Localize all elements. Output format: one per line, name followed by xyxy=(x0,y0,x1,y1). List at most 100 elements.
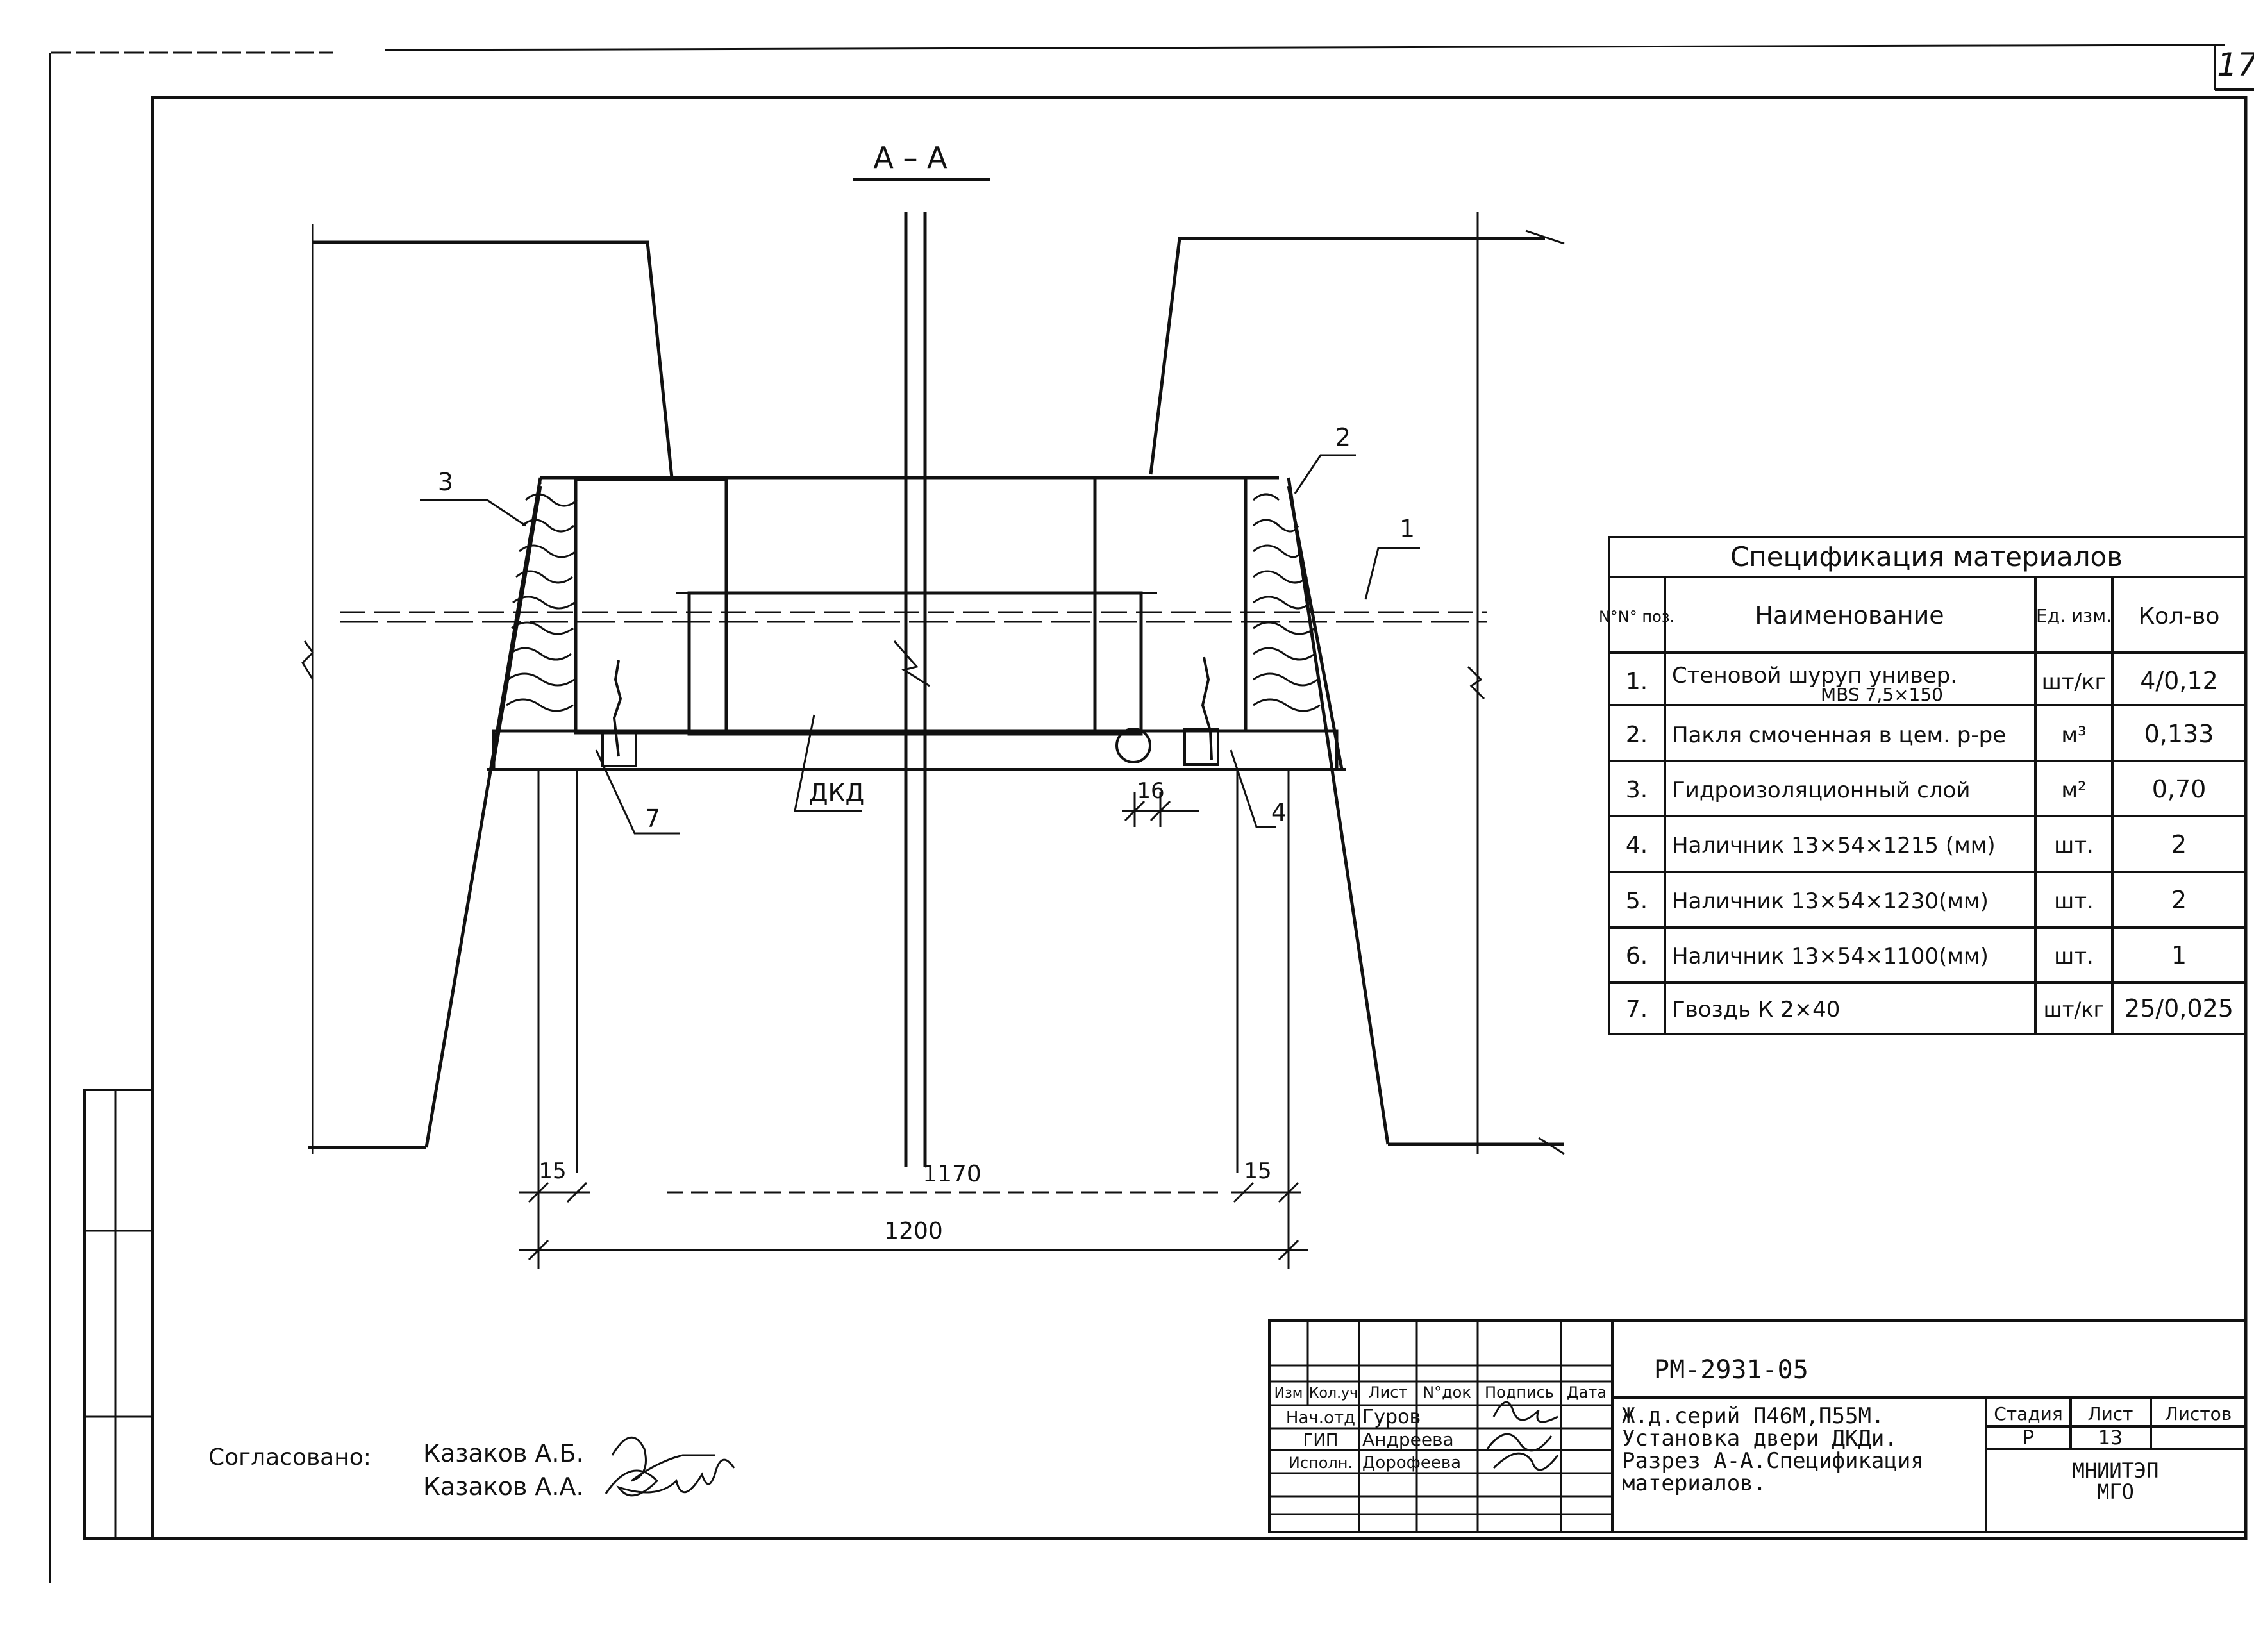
tb-role: ГИП xyxy=(1303,1431,1339,1450)
approval-name: Казаков А.А. xyxy=(423,1473,584,1501)
spec-row-name: Наличник 13×54×1230(мм) xyxy=(1672,889,1989,914)
spec-row-unit: шт. xyxy=(2054,833,2094,858)
tb-stage-label: Стадия xyxy=(1994,1403,2062,1424)
spec-row-qty: 25/0,025 xyxy=(2125,994,2233,1022)
callout-leaders xyxy=(420,454,1420,835)
spec-row-qty: 4/0,12 xyxy=(2140,667,2218,695)
approval-name: Казаков А.Б. xyxy=(423,1439,584,1467)
sheet-frame xyxy=(49,44,2254,1583)
tb-desc-line: материалов. xyxy=(1622,1471,1766,1496)
spec-row-qty: 0,70 xyxy=(2152,775,2207,803)
spec-row-unit: м³ xyxy=(2061,722,2086,748)
spec-row-name-sub: MBS 7,5×150 xyxy=(1821,684,1943,705)
spec-row-qty: 0,133 xyxy=(2144,720,2214,748)
spec-row: 4. Наличник 13×54×1215 (мм) шт. 2 xyxy=(1626,830,2187,858)
tb-desc-line: Разрез А-А.Спецификация xyxy=(1622,1448,1924,1474)
tb-stage-value: Р xyxy=(2023,1427,2034,1449)
spec-header-qty: Кол-во xyxy=(2139,603,2220,630)
tb-col-sign: Подпись xyxy=(1485,1383,1554,1401)
tb-sheets-label: Листов xyxy=(2165,1403,2232,1424)
spec-row-unit: шт/кг xyxy=(2044,997,2105,1022)
dim-16: 16 xyxy=(1137,778,1164,804)
door-label: ДКД xyxy=(809,779,864,807)
approval-label: Согласовано: xyxy=(208,1444,371,1471)
spec-row-name: Пакля смоченная в цем. р-ре xyxy=(1672,722,2006,748)
tb-org: МНИИТЭП xyxy=(2073,1458,2159,1483)
section-title: А – А xyxy=(873,140,948,175)
upper-wall-left xyxy=(313,240,674,478)
callout-3: 3 xyxy=(438,468,453,496)
spec-row-unit: шт. xyxy=(2054,944,2094,969)
dim-15-right: 15 xyxy=(1244,1158,1271,1184)
spec-header-name: Наименование xyxy=(1755,601,1944,630)
spec-row-qty: 1 xyxy=(2171,941,2187,969)
spec-row-name: Гвоздь К 2×40 xyxy=(1672,997,1840,1022)
callout-7: 7 xyxy=(645,805,660,833)
tb-desc-line: Ж.д.серий П46М,П55М. xyxy=(1622,1403,1884,1429)
tb-col-kol: Кол.уч xyxy=(1309,1385,1358,1401)
spec-row: 5. Наличник 13×54×1230(мм) шт. 2 xyxy=(1626,886,2187,914)
spec-title: Спецификация материалов xyxy=(1730,541,2123,572)
spec-row-unit: м² xyxy=(2061,778,2086,803)
tb-col-doc: N°док xyxy=(1423,1383,1471,1401)
threshold xyxy=(492,729,1339,769)
tow-hatch-left xyxy=(506,493,578,712)
section-drawing xyxy=(301,212,1565,1173)
spec-row-unit: шт/кг xyxy=(2042,669,2107,695)
right-jamb-outer xyxy=(1287,477,1390,1145)
tb-org: МГО xyxy=(2097,1480,2134,1504)
tb-role: Нач.отд xyxy=(1286,1408,1355,1428)
spec-row: 3. Гидроизоляционный слой м² 0,70 xyxy=(1626,775,2206,803)
tb-name: Дорофеева xyxy=(1362,1453,1461,1473)
nail-right xyxy=(1201,656,1213,760)
spec-row: 7. Гвоздь К 2×40 шт/кг 25/0,025 xyxy=(1626,994,2233,1022)
tow-hatch-right xyxy=(1252,493,1321,712)
hinge-circle xyxy=(1115,728,1151,763)
doc-code: РМ-2931-05 xyxy=(1654,1355,1808,1385)
tb-sheet-value: 13 xyxy=(2098,1427,2123,1449)
spec-header-unit: Ед. изм. xyxy=(2036,605,2112,626)
spec-row-name: Гидроизоляционный слой xyxy=(1672,778,1970,803)
right-frame-box xyxy=(1093,476,1248,733)
approval-block: Согласовано: Казаков А.Б. Казаков А.А. xyxy=(208,1436,735,1501)
tb-col-list: Лист xyxy=(1369,1383,1408,1401)
spec-row: 1. Стеновой шуруп универ. MBS 7,5×150 шт… xyxy=(1626,663,2218,705)
spec-row-num: 7. xyxy=(1626,996,1648,1022)
spec-row: 6. Наличник 13×54×1100(мм) шт. 1 xyxy=(1626,941,2187,969)
left-frame-box xyxy=(574,478,728,735)
tb-col-date: Дата xyxy=(1567,1383,1607,1401)
spec-row-unit: шт. xyxy=(2054,889,2094,914)
spec-row-qty: 2 xyxy=(2171,886,2187,914)
upper-wall-right xyxy=(1149,237,1545,475)
tb-role: Исполн. xyxy=(1289,1454,1353,1472)
spec-header-num: N°N° поз. xyxy=(1599,608,1674,626)
tb-desc-line: Установка двери ДКДи. xyxy=(1622,1426,1898,1451)
spec-row-name: Наличник 13×54×1215 (мм) xyxy=(1672,833,1996,858)
tb-col-izm: Изм xyxy=(1274,1385,1303,1401)
dim-15-left: 15 xyxy=(538,1158,566,1184)
spec-row-num: 5. xyxy=(1626,888,1648,914)
spec-row-num: 2. xyxy=(1626,722,1648,748)
dim-1200: 1200 xyxy=(884,1218,943,1244)
spec-row-name: Стеновой шуруп универ. xyxy=(1672,663,1957,688)
page-number: 17 xyxy=(2217,46,2254,83)
callout-1: 1 xyxy=(1399,515,1415,543)
spec-row-name: Наличник 13×54×1100(мм) xyxy=(1672,944,1989,969)
spec-row-num: 3. xyxy=(1626,777,1648,803)
callout-4: 4 xyxy=(1271,798,1287,826)
nail-left xyxy=(612,660,622,757)
tb-name: Андреева xyxy=(1362,1429,1454,1450)
callout-2: 2 xyxy=(1335,423,1351,451)
signature-mark xyxy=(605,1436,735,1497)
spec-table: Спецификация материалов N°N° поз. Наимен… xyxy=(1599,536,2247,1035)
spec-row-num: 6. xyxy=(1626,943,1648,969)
spec-row: 2. Пакля смоченная в цем. р-ре м³ 0,133 xyxy=(1626,720,2214,748)
dimension-lines xyxy=(519,769,1308,1269)
spec-row-num: 4. xyxy=(1626,832,1648,858)
dim-1170: 1170 xyxy=(922,1161,981,1187)
tb-sheet-label: Лист xyxy=(2088,1403,2133,1424)
spec-row-num: 1. xyxy=(1626,669,1648,695)
tb-signatures xyxy=(1486,1401,1559,1471)
tb-name: Гуров xyxy=(1362,1406,1421,1428)
